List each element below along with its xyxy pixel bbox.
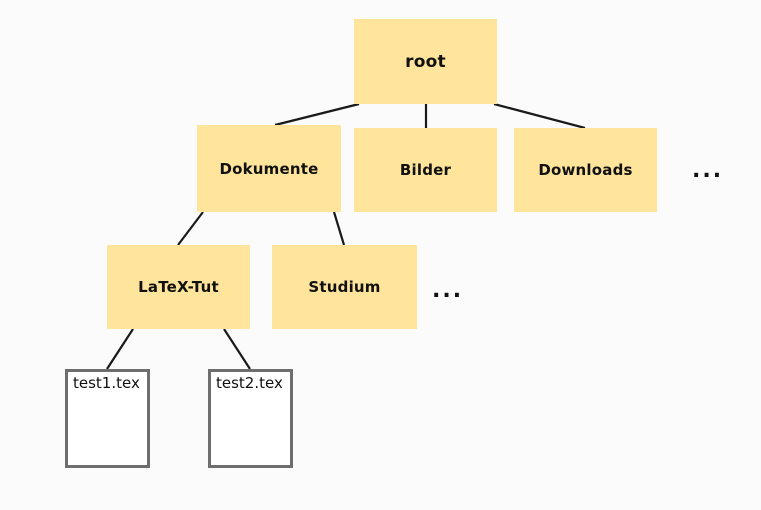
edge-dokumente-latex-tut xyxy=(177,211,204,246)
edge-root-downloads xyxy=(493,102,586,130)
node-dokumente-label: Dokumente xyxy=(219,159,319,178)
node-test2-tex[interactable]: test2.tex xyxy=(208,369,293,468)
node-root[interactable]: root xyxy=(354,19,497,104)
node-root-label: root xyxy=(405,51,446,72)
node-studium-label: Studium xyxy=(308,278,381,296)
node-downloads-label: Downloads xyxy=(538,161,633,179)
edge-latex-tut-test1 xyxy=(106,328,134,370)
node-latex-tut-label: LaTeX-Tut xyxy=(138,278,219,296)
node-latex-tut[interactable]: LaTeX-Tut xyxy=(107,245,250,329)
node-bilder-label: Bilder xyxy=(399,161,452,179)
node-studium[interactable]: Studium xyxy=(272,245,417,329)
node-test1-tex-label: test1.tex xyxy=(73,374,140,392)
row2-ellipsis: ... xyxy=(692,158,724,183)
node-test1-tex[interactable]: test1.tex xyxy=(65,369,150,468)
node-dokumente[interactable]: Dokumente xyxy=(197,125,341,212)
edge-dokumente-studium xyxy=(332,211,346,246)
node-downloads[interactable]: Downloads xyxy=(514,128,657,212)
node-test2-tex-label: test2.tex xyxy=(216,374,283,392)
edge-root-dokumente xyxy=(274,102,360,127)
row3-ellipsis: ... xyxy=(432,278,464,303)
edge-latex-tut-test2 xyxy=(223,328,251,370)
node-bilder[interactable]: Bilder xyxy=(354,128,497,212)
